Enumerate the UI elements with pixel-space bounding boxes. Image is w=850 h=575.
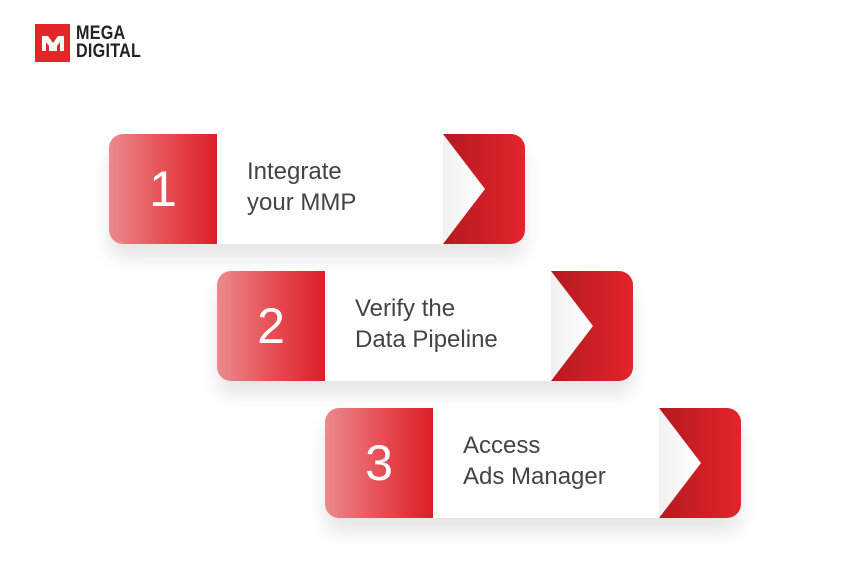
logo-mark-icon <box>35 24 70 62</box>
step-label: Access Ads Manager <box>463 432 606 490</box>
step-label: Verify the Data Pipeline <box>355 295 498 353</box>
step-number: 2 <box>217 271 325 381</box>
chevron-arrow-icon <box>659 408 741 518</box>
brand-line2: DIGITAL <box>76 41 142 62</box>
step-card-3: 3 Access Ads Manager <box>325 408 741 518</box>
step-number: 1 <box>109 134 217 244</box>
brand-line1: MEGA <box>76 23 126 44</box>
chevron-arrow-icon <box>443 134 525 244</box>
chevron-arrow-icon <box>551 271 633 381</box>
step-card-2: 2 Verify the Data Pipeline <box>217 271 633 381</box>
brand-logo: MEGA DIGITAL <box>35 24 153 62</box>
step-label: Integrate your MMP <box>247 158 357 216</box>
step-card-1: 1 Integrate your MMP <box>109 134 525 244</box>
step-number: 3 <box>325 408 433 518</box>
